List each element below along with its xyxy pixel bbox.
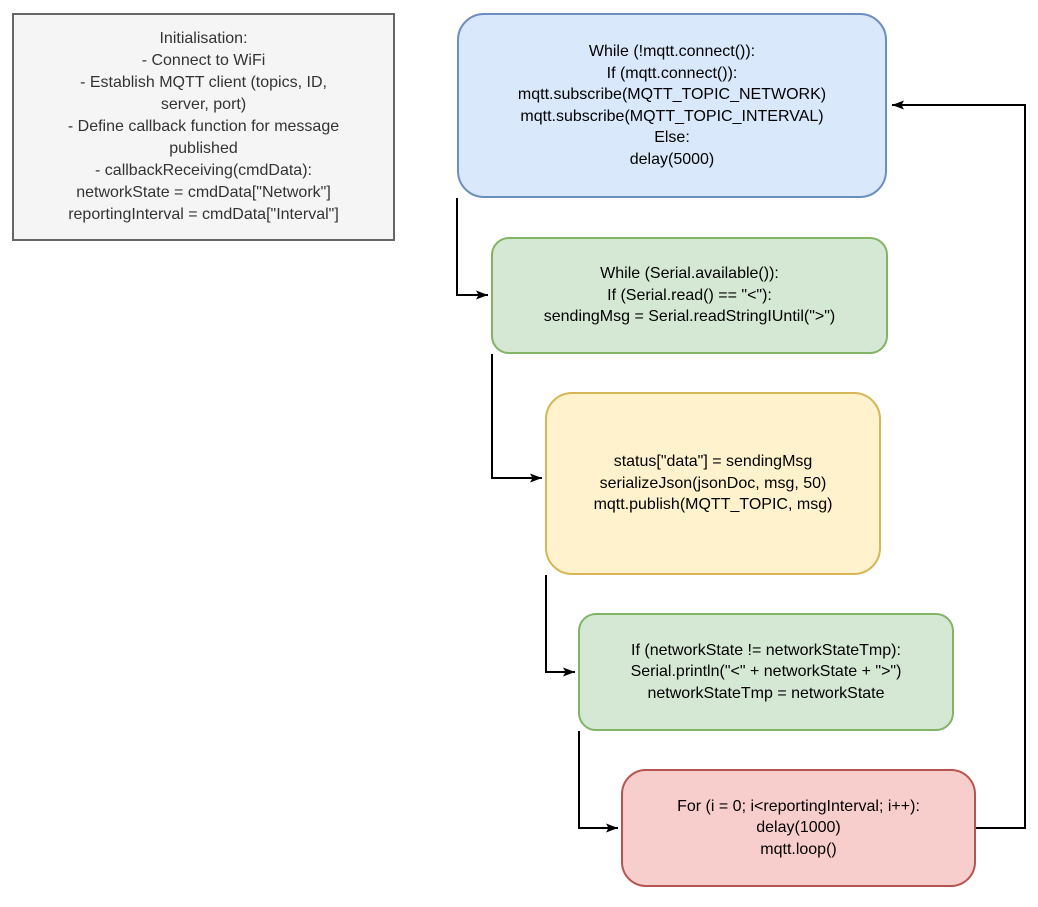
text-line: delay(5000) — [629, 150, 715, 168]
node-serial-read-text: While (Serial.available()): If (Serial.re… — [493, 263, 886, 328]
node-mqtt-connect-text: While (!mqtt.connect()): If (mqtt.connect… — [459, 41, 885, 170]
text-line: Initialisation: — [159, 30, 248, 47]
text-line: Else: — [654, 129, 690, 146]
text-line: mqtt.publish(MQTT_TOPIC, msg) — [593, 496, 833, 514]
text-line: server, port) — [160, 96, 247, 113]
text-line: published — [169, 140, 238, 157]
text-line: networkState = cmdData["Network"] — [76, 184, 331, 201]
node-initialisation: Initialisation: - Connect to WiFi - Establ… — [12, 13, 395, 241]
text-line: For (i = 0; i<reportingInterval; i++): — [677, 797, 920, 815]
node-mqtt-connect: While (!mqtt.connect()): If (mqtt.connect… — [457, 13, 887, 198]
text-line: - callbackReceiving(cmdData): — [95, 162, 312, 179]
node-serial-read: While (Serial.available()): If (Serial.re… — [491, 237, 888, 354]
text-line: While (!mqtt.connect()): — [588, 43, 756, 60]
node-mqtt-publish: status["data"] = sendingMsg serializeJson… — [545, 392, 881, 575]
text-line: serializeJson(jsonDoc, msg, 50) — [599, 474, 827, 492]
text-line: status["data"] = sendingMsg — [613, 453, 813, 471]
arrow-serialread-to-publish — [491, 354, 542, 483]
node-reporting-interval-loop: For (i = 0; i<reportingInterval; i++): de… — [621, 769, 976, 887]
text-line: - Establish MQTT client (topics, ID, — [80, 74, 327, 91]
node-network-state-check-text: If (networkState != networkStateTmp): Ser… — [580, 640, 952, 705]
node-reporting-interval-loop-text: For (i = 0; i<reportingInterval; i++): de… — [623, 796, 974, 861]
node-network-state-check: If (networkState != networkStateTmp): Ser… — [578, 613, 954, 731]
arrow-networkcheck-to-forloop — [578, 731, 618, 833]
text-line: networkStateTmp = networkState — [647, 684, 885, 702]
node-mqtt-publish-text: status["data"] = sendingMsg serializeJson… — [547, 451, 879, 516]
arrow-publish-to-networkcheck — [545, 575, 575, 677]
text-line: mqtt.loop() — [760, 840, 837, 858]
text-line: If (Serial.read() == "<"): — [607, 286, 772, 304]
text-line: While (Serial.available()): — [600, 265, 779, 283]
text-line: If (mqtt.connect()): — [606, 64, 738, 82]
node-initialisation-text: Initialisation: - Connect to WiFi - Establ… — [14, 28, 393, 226]
text-line: delay(1000) — [756, 819, 841, 837]
text-line: If (networkState != networkStateTmp): — [631, 641, 901, 659]
text-line: sendingMsg = Serial.readStringIUntil(">"… — [543, 308, 836, 326]
text-line: - Connect to WiFi — [141, 52, 266, 69]
text-line: mqtt.subscribe(MQTT_TOPIC_INTERVAL) — [520, 107, 824, 125]
text-line: Serial.println("<" + networkState + ">") — [630, 663, 902, 681]
text-line: mqtt.subscribe(MQTT_TOPIC_NETWORK) — [517, 86, 827, 103]
arrow-connect-to-serialread — [456, 198, 488, 300]
text-line: reportingInterval = cmdData["Interval"] — [68, 206, 339, 223]
text-line: - Define callback function for message — [67, 118, 340, 135]
